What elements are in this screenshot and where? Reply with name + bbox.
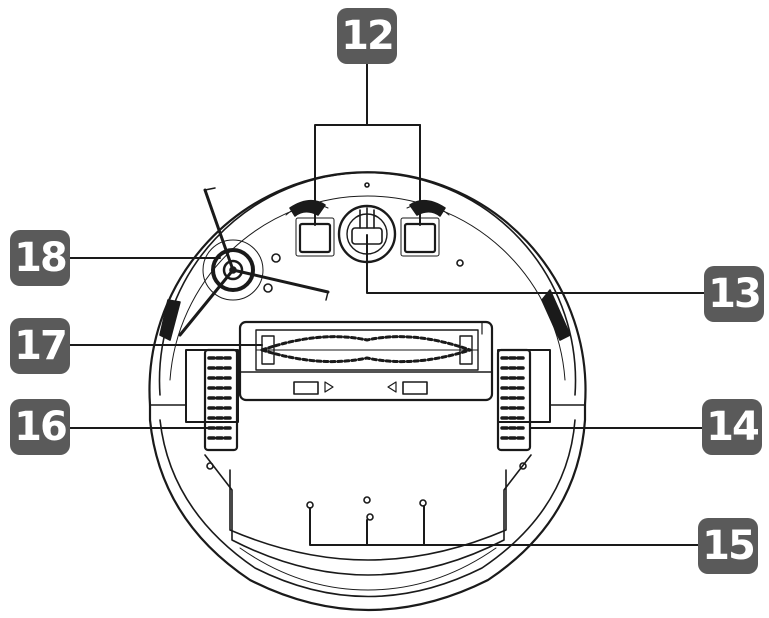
side-brush (178, 187, 330, 337)
callout-17-badge: 17 (10, 318, 70, 374)
callout-16-badge: 16 (10, 399, 70, 455)
right-drive-wheel (496, 348, 551, 452)
callout-12-badge: 12 (337, 8, 397, 64)
left-drive-wheel (185, 348, 239, 452)
robot-body-outline (148, 171, 587, 611)
callout-16-label: 16 (14, 404, 68, 450)
leader-lines (69, 61, 705, 546)
dust-bin-outline (204, 454, 532, 591)
callout-18-badge: 18 (10, 230, 70, 286)
callout-14-badge: 14 (702, 399, 762, 455)
callout-13-badge: 13 (704, 266, 764, 322)
screws (206, 182, 527, 521)
callout-13-label: 13 (708, 271, 762, 317)
callout-12-label: 12 (341, 13, 395, 59)
main-brush (238, 320, 494, 402)
callout-18-label: 18 (14, 235, 68, 281)
callout-17-label: 17 (14, 323, 68, 369)
callout-14-label: 14 (706, 404, 760, 450)
callout-15-label: 15 (702, 523, 756, 569)
edge-sensors (159, 289, 571, 341)
callout-15-badge: 15 (698, 518, 758, 574)
